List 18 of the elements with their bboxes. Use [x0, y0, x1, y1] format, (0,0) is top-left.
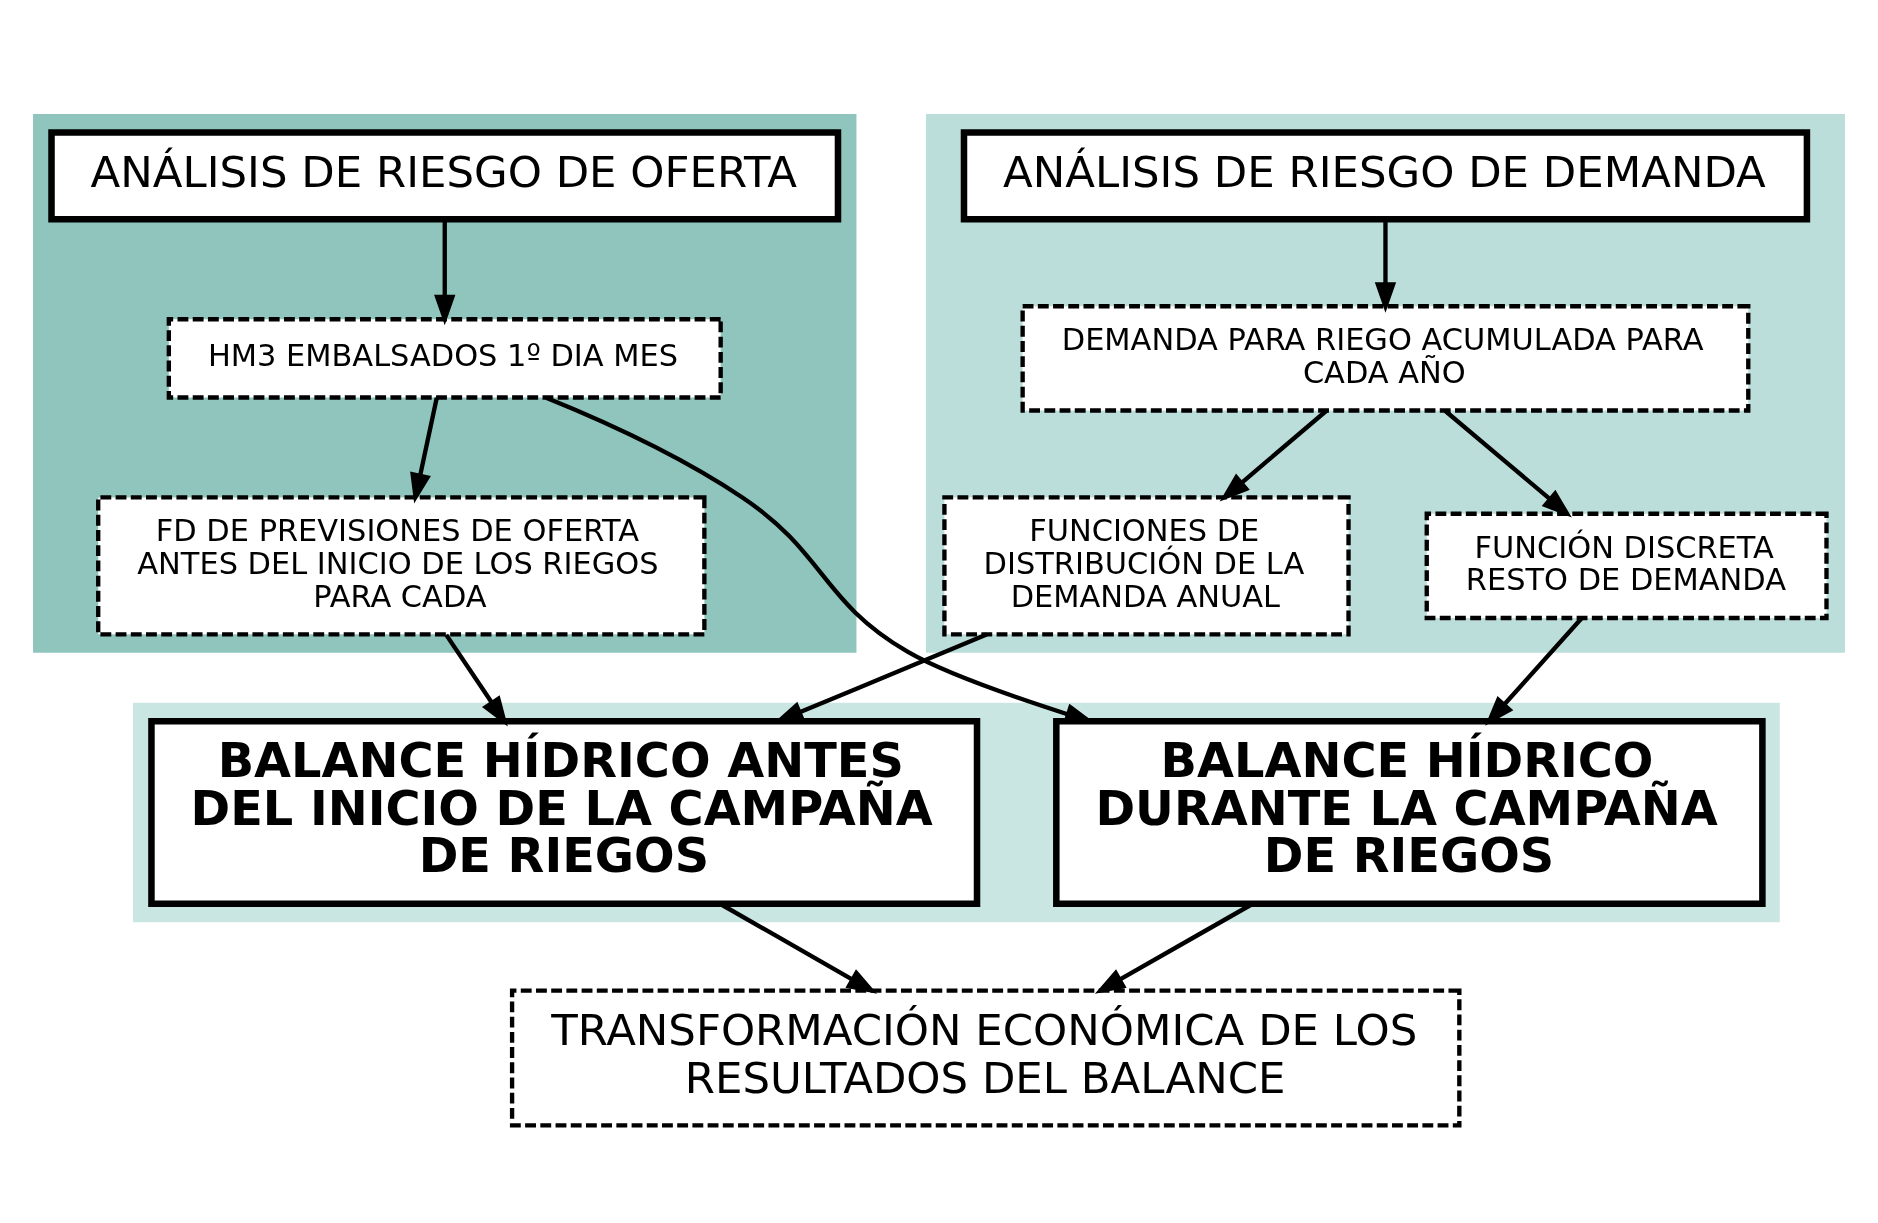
arrow: [410, 397, 439, 504]
cluster: [925, 114, 1845, 653]
cluster: [33, 114, 857, 653]
node-box: HM3 EMBALSADOS 1º DIA MES: [166, 317, 723, 400]
node-box: TRANSFORMACIÓN ECONÓMICA DE LOS RESULTADOS DEL BALANCE: [509, 988, 1462, 1128]
node-box: BALANCE HÍDRICO ANTES DEL INICIO DE LA CAMPAÑA DE RIEGOS: [148, 717, 981, 907]
node-box: FD DE PREVISIONES DE OFERTA ANTES DEL INICIO DE LOS RIEGOS PARA CADA: [96, 495, 707, 637]
arrow: [1219, 409, 1328, 502]
node-box: DEMANDA PARA RIEGO ACUMULADA PARA CADA AÑO: [1020, 304, 1751, 413]
arrow: [444, 633, 508, 727]
node-box: FUNCIONES DE DISTRIBUCIÓN DE LA DEMANDA ANUAL: [942, 495, 1351, 637]
node-box: ANÁLISIS DE RIESGO DE DEMANDA: [960, 129, 1811, 223]
node-box: FUNCIÓN DISCRETA RESTO DE DEMANDA: [1424, 511, 1829, 621]
arrow: [1374, 219, 1397, 313]
arrow: [434, 219, 456, 326]
node-box: BALANCE HÍDRICO DURANTE LA CAMPAÑA DE RIEGOS: [1053, 717, 1766, 907]
node-box: ANÁLISIS DE RIESGO DE OFERTA: [48, 129, 842, 223]
arrow: [1443, 409, 1572, 518]
